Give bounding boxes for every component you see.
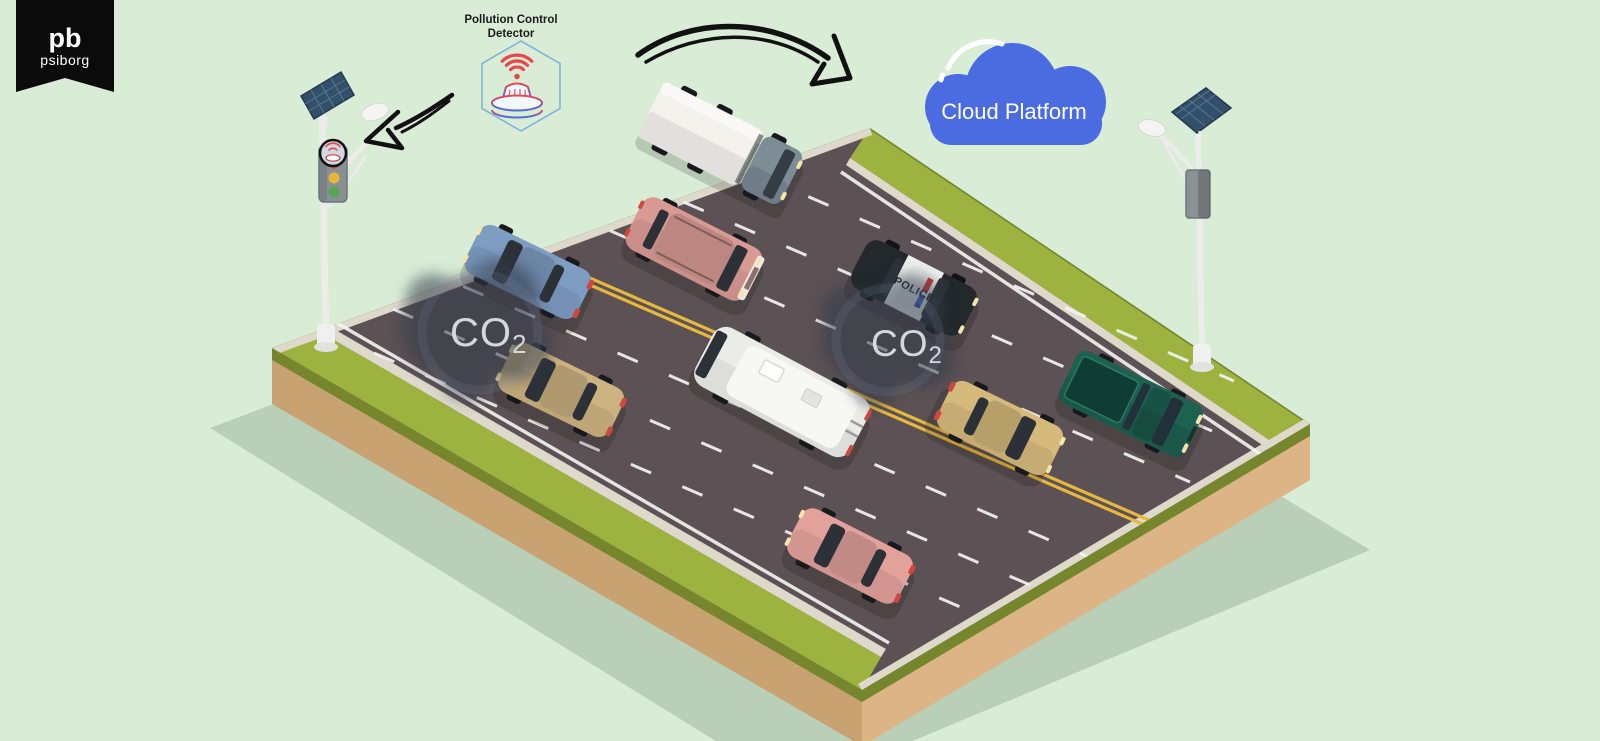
pollution-detector: Pollution Control Detector	[464, 14, 561, 132]
control-box	[1185, 169, 1211, 219]
road-detail-layer	[272, 128, 1310, 690]
sensor-device-icon	[491, 82, 543, 119]
detector-hexagon	[481, 40, 561, 132]
pole-base-foot	[314, 342, 338, 352]
cloud-highlight	[945, 39, 1005, 71]
smoke-cloud-right	[822, 274, 954, 406]
co2-label-left: CO2	[450, 311, 527, 359]
brand-banner: pb psiborg	[16, 0, 114, 92]
lamp-arm-brace	[321, 154, 368, 214]
mounted-sensor-wave	[328, 147, 338, 151]
traffic-light-green	[328, 186, 340, 198]
wifi-icon	[500, 53, 534, 72]
cloud-platform-label: Cloud Platform	[941, 99, 1087, 124]
vehicle-box-truck	[635, 82, 804, 219]
traffic-light-pole	[299, 70, 390, 352]
street-light-pole	[1137, 87, 1233, 372]
grass-strip-bottom-left	[272, 315, 881, 690]
wifi-dot	[514, 73, 520, 80]
smoke-cloud-left	[402, 260, 552, 400]
pole-base	[1193, 344, 1211, 368]
grass-rim-left	[272, 348, 862, 702]
solar-panel-grid	[304, 77, 350, 114]
grass-rim-right	[862, 424, 1310, 702]
mounted-sensor-device	[325, 154, 341, 162]
grass-edge-line	[869, 128, 1310, 426]
edge-line-left	[298, 299, 890, 645]
vehicle-pickup-green	[1054, 350, 1204, 472]
lane-dash-line	[373, 351, 1109, 673]
arrow-detector-to-cloud	[635, 23, 853, 87]
pole-base	[317, 324, 335, 346]
edge-line-right	[840, 170, 1282, 470]
panel-mount	[1197, 130, 1202, 145]
panel-mount	[322, 116, 329, 133]
pole-base-foot	[1190, 362, 1214, 372]
smoke-ring-right	[831, 283, 945, 397]
mounted-sensor-wave	[325, 142, 341, 148]
detector-label-line1: Pollution Control	[464, 14, 557, 26]
arrow-detector-to-traffic-light	[363, 92, 455, 151]
vehicle-suv-pink	[620, 197, 765, 316]
dirt-side-right	[862, 424, 1310, 741]
street-lamp-head	[1137, 119, 1167, 137]
truck-cargo-box	[638, 82, 762, 185]
detector-label-line2: Detector	[488, 28, 535, 40]
suv-roof	[653, 213, 735, 285]
grass-strip-top-right	[850, 128, 1310, 454]
psiborg-monogram: pb	[49, 23, 82, 53]
solar-panel-grid	[1175, 89, 1224, 127]
co2-label-right: CO2	[871, 323, 943, 369]
cloud-platform	[925, 43, 1106, 145]
pole-shaft	[1195, 115, 1205, 365]
lane-dash-line	[499, 128, 1235, 383]
dirt-side-left	[272, 348, 862, 741]
cloud-highlight-dot	[938, 72, 945, 83]
street-lamp-head	[360, 102, 390, 122]
traffic-light-yellow	[328, 172, 340, 184]
banner-ribbon	[16, 0, 114, 92]
psiborg-wordmark: psiborg	[40, 52, 89, 68]
smoke-ring-left	[417, 269, 543, 395]
curb-bottom-left	[291, 307, 886, 657]
vehicle-rv-camper	[688, 326, 873, 470]
